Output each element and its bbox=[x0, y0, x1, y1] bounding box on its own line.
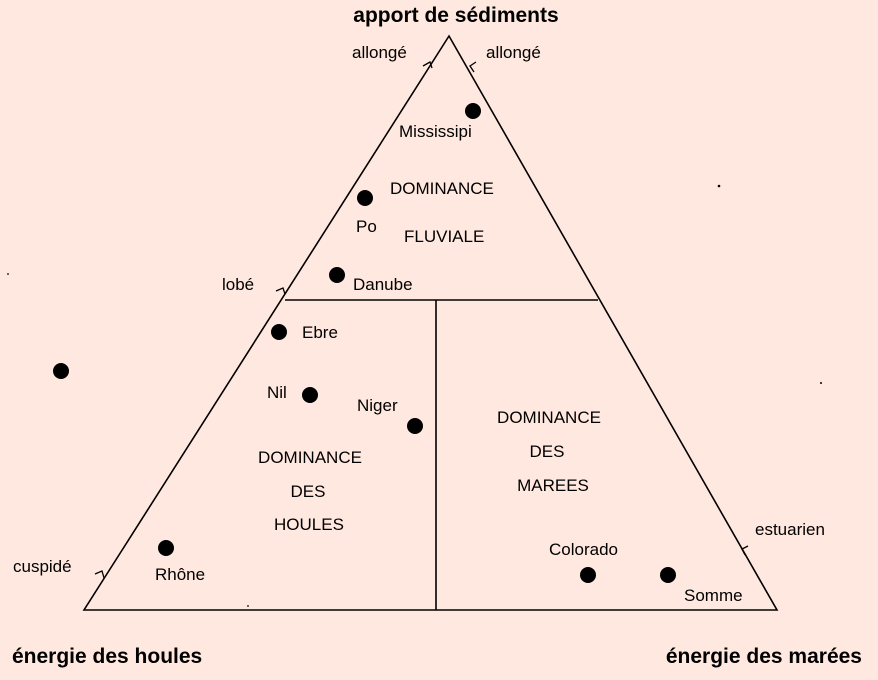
zone-tide-line-3: MAREES bbox=[517, 476, 589, 495]
label-cuspide: cuspidé bbox=[13, 557, 72, 576]
label-allonge-left: allongé bbox=[352, 43, 407, 62]
zone-fluvial-line-2: FLUVIALE bbox=[404, 227, 484, 246]
zone-tide-line-1: DOMINANCE bbox=[497, 408, 601, 427]
label-rhone: Rhône bbox=[155, 565, 205, 584]
point-niger bbox=[407, 418, 423, 434]
axis-wave-energy: énergie des houles bbox=[12, 645, 202, 668]
label-allonge-right: allongé bbox=[486, 43, 541, 62]
label-estuarien: estuarien bbox=[755, 520, 825, 539]
tick-cuspide bbox=[94, 570, 105, 579]
zone-wave-line-1: DOMINANCE bbox=[258, 448, 362, 467]
speck bbox=[820, 382, 822, 384]
zone-wave-line-2: DES bbox=[291, 482, 326, 501]
speck bbox=[247, 605, 249, 607]
point-colorado bbox=[580, 567, 596, 583]
ternary-triangle bbox=[82, 34, 779, 611]
tick-allonge-right bbox=[469, 61, 477, 73]
label-ebre: Ebre bbox=[302, 323, 338, 342]
label-po: Po bbox=[356, 217, 377, 236]
tick-allonge-left bbox=[422, 61, 433, 69]
label-niger: Niger bbox=[357, 396, 398, 415]
zone-tide-line-2: DES bbox=[530, 442, 565, 461]
point-rhone bbox=[158, 540, 174, 556]
label-colorado: Colorado bbox=[549, 540, 618, 559]
point-unlabeled bbox=[53, 363, 69, 379]
tick-estuarien bbox=[741, 545, 749, 556]
tick-lobe bbox=[275, 287, 286, 295]
label-somme: Somme bbox=[684, 586, 743, 605]
point-nil bbox=[302, 387, 318, 403]
label-danube: Danube bbox=[353, 275, 413, 294]
label-nil: Nil bbox=[267, 383, 287, 402]
point-po bbox=[357, 190, 373, 206]
speck bbox=[7, 273, 9, 275]
axis-sediment-supply: apport de sédiments bbox=[353, 4, 558, 27]
point-ebre bbox=[271, 324, 287, 340]
point-mississippi bbox=[465, 103, 481, 119]
label-mississippi: Mississipi bbox=[399, 122, 472, 141]
point-danube bbox=[329, 267, 345, 283]
zone-wave-line-3: HOULES bbox=[274, 515, 344, 534]
point-somme bbox=[660, 567, 676, 583]
speck bbox=[717, 184, 721, 188]
zone-fluvial-line-1: DOMINANCE bbox=[390, 179, 494, 198]
label-lobe: lobé bbox=[222, 275, 254, 294]
axis-tide-energy: énergie des marées bbox=[666, 645, 862, 668]
